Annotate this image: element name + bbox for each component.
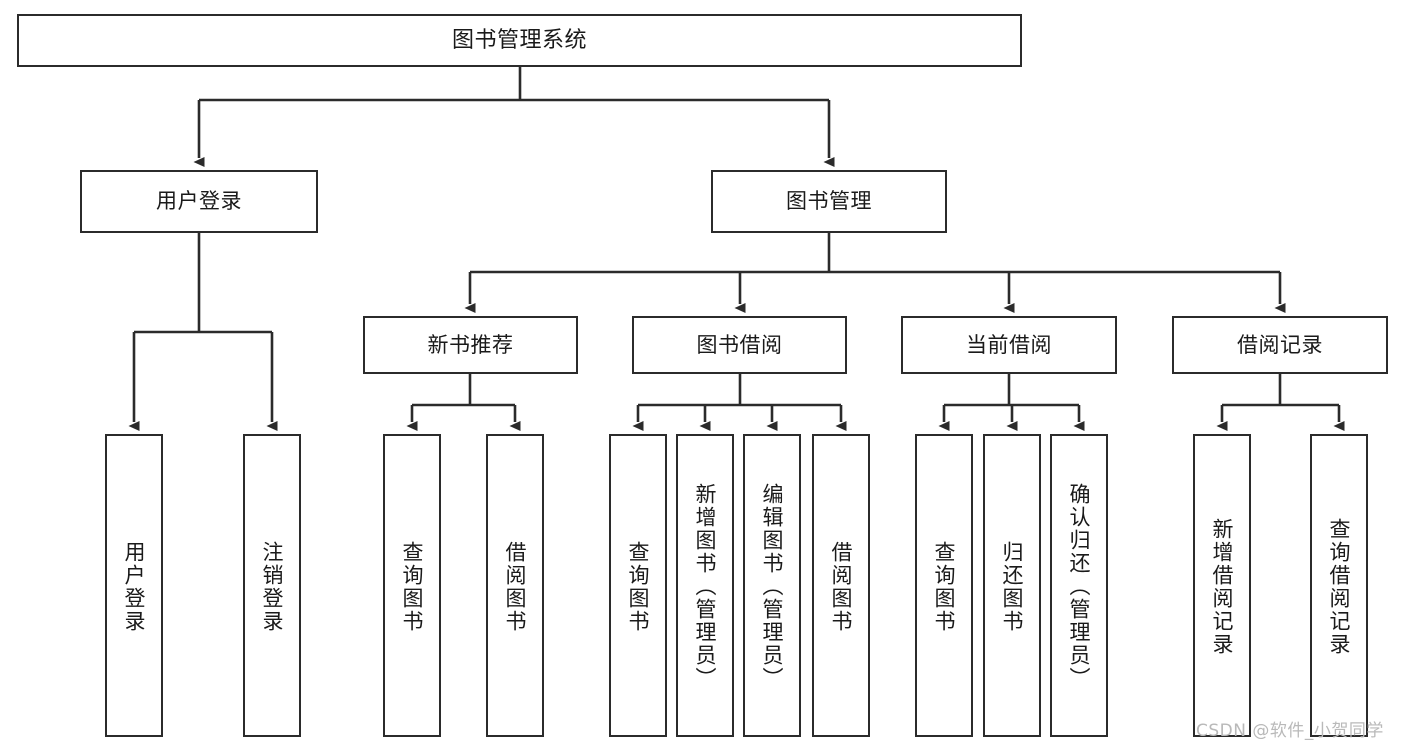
node-borrow-record[interactable]: 借阅记录	[1172, 316, 1388, 374]
leaf-recommend-borrow-book-label: 借阅图书	[503, 540, 528, 633]
leaf-user-login-login-label: 用户登录	[122, 540, 147, 633]
leaf-borrow-add-book-label: 新增图书（管理员）	[693, 483, 718, 690]
leaf-borrow-query-book-label: 查询图书	[626, 540, 651, 633]
node-user-login[interactable]: 用户登录	[80, 170, 318, 233]
node-new-book-recommend-label: 新书推荐	[427, 332, 514, 357]
leaf-current-query-book[interactable]: 查询图书	[915, 434, 973, 737]
node-book-borrow-label: 图书借阅	[696, 332, 783, 357]
leaf-user-login-logout-label: 注销登录	[260, 540, 285, 633]
node-book-management-label: 图书管理	[786, 189, 872, 214]
node-user-login-label: 用户登录	[156, 189, 242, 214]
node-root[interactable]: 图书管理系统	[17, 14, 1022, 67]
leaf-borrow-edit-book[interactable]: 编辑图书（管理员）	[743, 434, 801, 737]
leaf-current-return-book-label: 归还图书	[1000, 540, 1025, 633]
leaf-current-return-book[interactable]: 归还图书	[983, 434, 1041, 737]
csdn-watermark: CSDN @软件_小贺同学	[1196, 721, 1384, 741]
leaf-recommend-borrow-book[interactable]: 借阅图书	[486, 434, 544, 737]
leaf-borrow-edit-book-label: 编辑图书（管理员）	[760, 483, 785, 690]
node-current-borrow[interactable]: 当前借阅	[901, 316, 1117, 374]
node-current-borrow-label: 当前借阅	[966, 332, 1052, 357]
leaf-recommend-query-book-label: 查询图书	[400, 540, 425, 633]
node-new-book-recommend[interactable]: 新书推荐	[363, 316, 578, 374]
leaf-current-confirm-return[interactable]: 确认归还（管理员）	[1050, 434, 1108, 737]
leaf-borrow-borrow-book-label: 借阅图书	[829, 540, 854, 633]
leaf-recommend-query-book[interactable]: 查询图书	[383, 434, 441, 737]
leaf-record-add-record-label: 新增借阅记录	[1210, 517, 1235, 656]
node-borrow-record-label: 借阅记录	[1237, 332, 1323, 357]
node-book-management[interactable]: 图书管理	[711, 170, 947, 233]
leaf-borrow-add-book[interactable]: 新增图书（管理员）	[676, 434, 734, 737]
leaf-borrow-borrow-book[interactable]: 借阅图书	[812, 434, 870, 737]
leaf-current-confirm-return-label: 确认归还（管理员）	[1067, 483, 1092, 690]
leaf-borrow-query-book[interactable]: 查询图书	[609, 434, 667, 737]
leaf-user-login-login[interactable]: 用户登录	[105, 434, 163, 737]
node-book-borrow[interactable]: 图书借阅	[632, 316, 847, 374]
leaf-record-query-record-label: 查询借阅记录	[1327, 517, 1352, 656]
leaf-current-query-book-label: 查询图书	[932, 540, 957, 633]
node-root-label: 图书管理系统	[451, 27, 587, 53]
leaf-record-query-record[interactable]: 查询借阅记录	[1310, 434, 1368, 737]
leaf-user-login-logout[interactable]: 注销登录	[243, 434, 301, 737]
leaf-record-add-record[interactable]: 新增借阅记录	[1193, 434, 1251, 737]
